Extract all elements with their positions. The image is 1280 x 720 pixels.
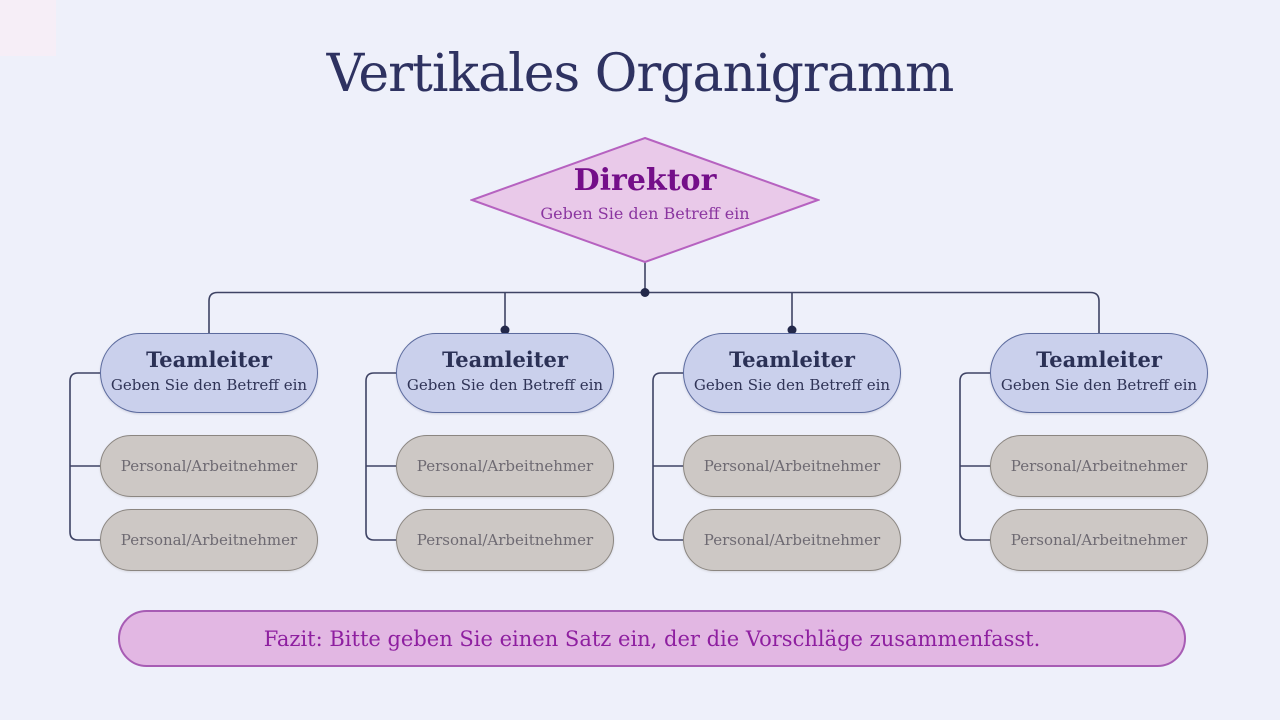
conclusion-banner-text: Fazit: Bitte geben Sie einen Satz ein, d… [263, 626, 1041, 651]
director-title: Direktor [573, 163, 717, 198]
personal-label: Personal/Arbeitnehmer [1010, 531, 1188, 549]
teamleiter-subtitle: Geben Sie den Betreff ein [406, 376, 604, 395]
personal-label: Personal/Arbeitnehmer [416, 531, 594, 549]
org-column-2: Teamleiter Geben Sie den Betreff ein Per… [396, 333, 614, 571]
diamond-shape [470, 137, 820, 263]
personal-label: Personal/Arbeitnehmer [416, 457, 594, 475]
director-node[interactable]: Direktor Geben Sie den Betreff ein [470, 137, 820, 263]
personal-label: Personal/Arbeitnehmer [120, 457, 298, 475]
personal-label: Personal/Arbeitnehmer [1010, 457, 1188, 475]
personal-label: Personal/Arbeitnehmer [703, 457, 881, 475]
org-column-4: Teamleiter Geben Sie den Betreff ein Per… [990, 333, 1208, 571]
teamleiter-title: Teamleiter [729, 347, 855, 372]
conclusion-banner[interactable]: Fazit: Bitte geben Sie einen Satz ein, d… [118, 610, 1186, 667]
corner-accent [0, 0, 56, 56]
personal-node-1-2[interactable]: Personal/Arbeitnehmer [100, 509, 318, 571]
personal-node-1-1[interactable]: Personal/Arbeitnehmer [100, 435, 318, 497]
personal-node-3-1[interactable]: Personal/Arbeitnehmer [683, 435, 901, 497]
teamleiter-node-4[interactable]: Teamleiter Geben Sie den Betreff ein [990, 333, 1208, 413]
personal-label: Personal/Arbeitnehmer [703, 531, 881, 549]
personal-label: Personal/Arbeitnehmer [120, 531, 298, 549]
teamleiter-subtitle: Geben Sie den Betreff ein [110, 376, 308, 395]
personal-node-2-1[interactable]: Personal/Arbeitnehmer [396, 435, 614, 497]
personal-node-2-2[interactable]: Personal/Arbeitnehmer [396, 509, 614, 571]
teamleiter-subtitle: Geben Sie den Betreff ein [693, 376, 891, 395]
teamleiter-title: Teamleiter [146, 347, 272, 372]
personal-node-4-2[interactable]: Personal/Arbeitnehmer [990, 509, 1208, 571]
teamleiter-node-1[interactable]: Teamleiter Geben Sie den Betreff ein [100, 333, 318, 413]
org-column-1: Teamleiter Geben Sie den Betreff ein Per… [100, 333, 318, 571]
director-subtitle: Geben Sie den Betreff ein [540, 204, 750, 223]
page-title: Vertikales Organigramm [326, 44, 955, 104]
personal-node-3-2[interactable]: Personal/Arbeitnehmer [683, 509, 901, 571]
personal-node-4-1[interactable]: Personal/Arbeitnehmer [990, 435, 1208, 497]
org-column-3: Teamleiter Geben Sie den Betreff ein Per… [683, 333, 901, 571]
teamleiter-node-2[interactable]: Teamleiter Geben Sie den Betreff ein [396, 333, 614, 413]
teamleiter-title: Teamleiter [442, 347, 568, 372]
teamleiter-node-3[interactable]: Teamleiter Geben Sie den Betreff ein [683, 333, 901, 413]
teamleiter-title: Teamleiter [1036, 347, 1162, 372]
teamleiter-subtitle: Geben Sie den Betreff ein [1000, 376, 1198, 395]
